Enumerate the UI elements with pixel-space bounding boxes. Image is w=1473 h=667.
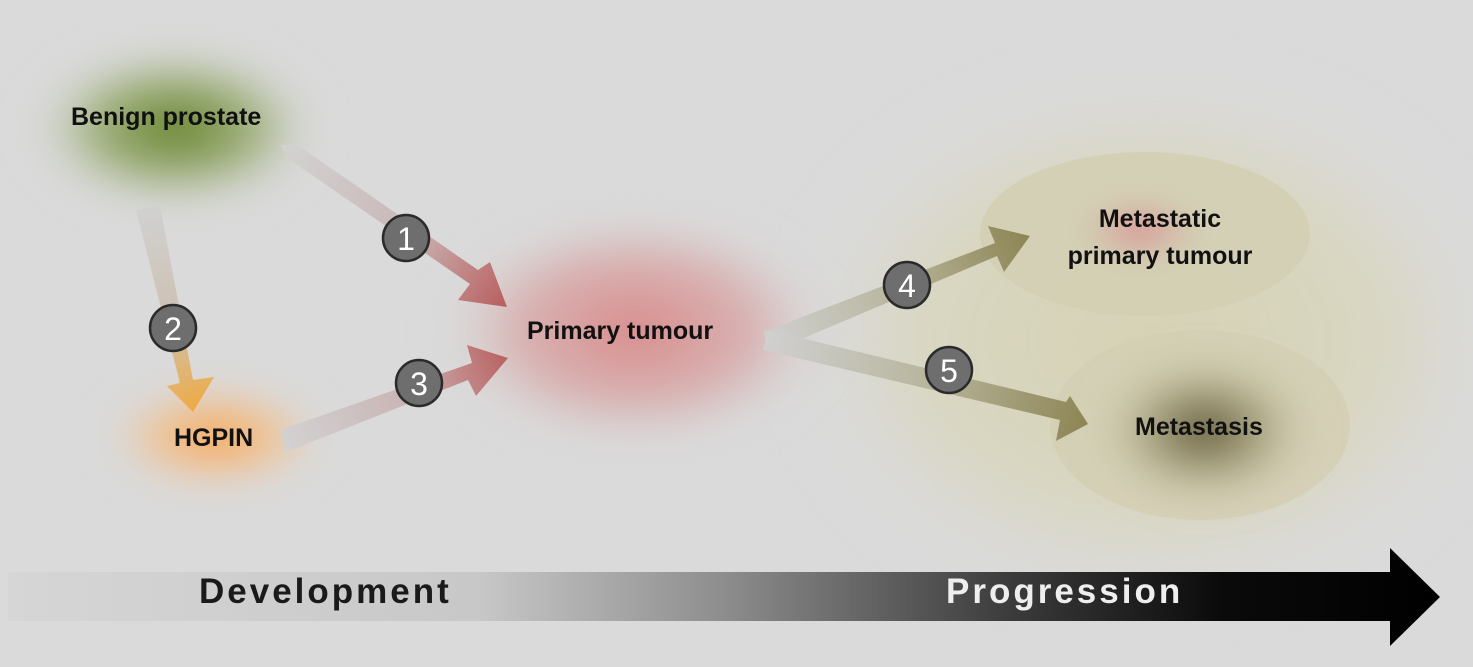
metastatic-primary-tumour-label: Metastatic primary tumour xyxy=(1040,201,1280,275)
progression-label: Progression xyxy=(946,572,1184,611)
arrow-5 xyxy=(763,330,1088,441)
primary-tumour-label: Primary tumour xyxy=(527,317,714,345)
step-badge-3: 3 xyxy=(394,358,444,408)
step-badge-5: 5 xyxy=(924,345,974,395)
benign-prostate-blob xyxy=(25,43,325,213)
metastatic-primary-core xyxy=(1070,190,1210,270)
metastasis-core xyxy=(1095,355,1315,505)
step-number-5: 5 xyxy=(940,353,958,389)
benign-prostate-label: Benign prostate xyxy=(71,103,262,131)
arrow-3 xyxy=(280,345,508,452)
timeline-arrow xyxy=(8,548,1440,646)
step-number-3: 3 xyxy=(410,366,428,402)
development-label: Development xyxy=(199,572,452,611)
step-badge-1: 1 xyxy=(381,213,431,263)
metastatic-primary-line-1: Metastatic xyxy=(1098,205,1222,233)
hgpin-blob xyxy=(100,382,330,492)
step-badge-4: 4 xyxy=(882,260,932,310)
step-badge-2: 2 xyxy=(148,303,198,353)
step-number-2: 2 xyxy=(164,311,182,347)
step-number-1: 1 xyxy=(397,221,415,257)
metastatic-primary-line-2: primary tumour xyxy=(1067,242,1253,270)
primary-tumour-blob xyxy=(435,210,835,450)
hgpin-label: HGPIN xyxy=(174,424,254,452)
step-number-4: 4 xyxy=(898,268,916,304)
metastasis-label: Metastasis xyxy=(1135,413,1263,441)
